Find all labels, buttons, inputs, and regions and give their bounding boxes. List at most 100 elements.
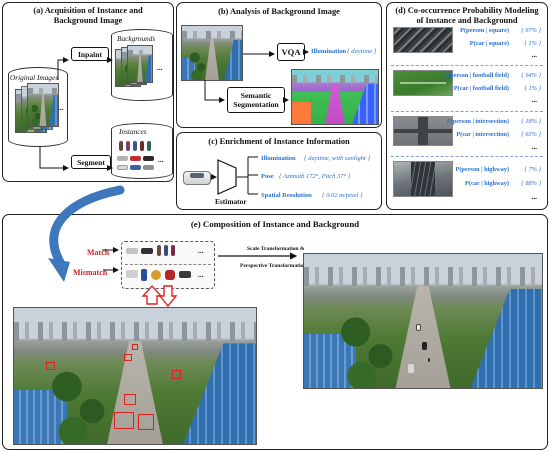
- scene-thumb-highway: [393, 161, 453, 197]
- candidate-region-box-2: [132, 344, 138, 350]
- group-separator-3: [391, 156, 543, 157]
- semantic-segmentation-box: Semantic Segmentation: [227, 87, 285, 113]
- panel-b-analysis: (b) Analysis of Background Image VQA Ill…: [176, 2, 382, 128]
- instance-car-2: [130, 156, 141, 161]
- prob-person-highway: P(person | highway): [455, 166, 509, 173]
- group-3-ellipsis: ...: [531, 192, 537, 201]
- prob-person-football-field: P(person | football field): [444, 72, 509, 79]
- panel-b-title: (b) Analysis of Background Image: [218, 7, 340, 16]
- group-separator: [391, 65, 543, 66]
- illumination-label: Illumination: [311, 48, 347, 55]
- segment-box: Segment: [71, 155, 111, 169]
- background-thumb-3: [127, 45, 153, 83]
- prob-car-highway-value: { 88% }: [521, 180, 541, 187]
- estimator-label: Estimator: [215, 197, 247, 206]
- instances-ellipsis: ...: [158, 155, 164, 164]
- prob-person-square-value: { 97% }: [521, 27, 541, 34]
- scene-thumb-football-field: [393, 70, 453, 96]
- enrich-row-value-0: { daytime, with sunlight }: [304, 155, 371, 162]
- instance-person: [119, 141, 123, 151]
- instance-person-2: [126, 141, 130, 151]
- segmentation-map: [291, 69, 379, 125]
- transform-label-line1: Scale Transformation &: [247, 246, 305, 252]
- instance-person-4: [140, 141, 144, 151]
- enrich-row-label-0: Illumination: [261, 155, 296, 162]
- prob-person-intersection: P(person | intersection): [446, 118, 509, 125]
- group-1-ellipsis: ...: [531, 95, 537, 104]
- candidate-region-box-6: [114, 412, 134, 429]
- candidates-match-ellipsis: ...: [198, 246, 204, 255]
- prob-person-square: P(person | square): [460, 27, 509, 34]
- instance-person-5: [147, 141, 151, 151]
- scene-thumb-intersection: [393, 116, 453, 146]
- prob-car-football-field: P(car | football field): [453, 85, 509, 92]
- car-window: [190, 173, 204, 178]
- panel-c-title: (c) Enrichment of Instance Information: [208, 137, 350, 146]
- instance-car-3: [143, 156, 154, 161]
- prob-person-intersection-value: { 18% }: [521, 118, 541, 125]
- group-0-ellipsis: ...: [531, 50, 537, 59]
- panel-a-title: (a) Acquisition of Instance and Backgrou…: [33, 6, 143, 25]
- instances-label: Instances: [119, 127, 147, 136]
- candidates-mismatch-ellipsis: ...: [198, 270, 204, 279]
- group-separator-2: [391, 111, 543, 112]
- prob-car-football-field-value: { 1% }: [524, 85, 541, 92]
- panel-a-acquisition: (a) Acquisition of Instance and Backgrou…: [2, 2, 174, 182]
- panel-c-enrichment: (c) Enrichment of Instance Information E…: [176, 132, 382, 210]
- composited-person: [428, 358, 430, 362]
- instances-stack: Instances ...: [111, 119, 173, 181]
- enrich-row-value-2: { 0.02 m/pixel }: [322, 192, 363, 199]
- candidate-region-box-4: [172, 370, 181, 379]
- instance-candidates-box: ... ...: [121, 241, 215, 289]
- mismatch-object-2: [151, 270, 161, 280]
- illumination-value: { daytime }: [347, 48, 377, 55]
- original-images-stack: Original Images ...: [8, 61, 68, 151]
- prob-person-football-field-value: { 94% }: [521, 72, 541, 79]
- panel-d-cooccurrence: (d) Co-occurrence Probability Modeling o…: [386, 2, 548, 210]
- panel-d-title: (d) Co-occurrence Probability Modeling o…: [395, 6, 539, 25]
- mismatch-object: [141, 269, 147, 281]
- mismatch-object-4: [179, 271, 191, 278]
- panel-e-composition: (e) Composition of Instance and Backgrou…: [2, 214, 548, 450]
- prob-car-intersection: P(car | intersection): [456, 131, 509, 138]
- background-photo: [181, 25, 243, 81]
- prob-car-square: P(car | square): [469, 40, 509, 47]
- prob-car-intersection-value: { 63% }: [521, 131, 541, 138]
- prob-person-highway-value: { 7% }: [524, 166, 541, 173]
- candidate-car: [126, 248, 138, 254]
- mismatch-label: Mismatch: [73, 268, 108, 277]
- instance-car-5: [130, 165, 141, 170]
- transform-label-line2: Perspective Transformation: [240, 263, 307, 269]
- prob-car-square-value: { 1% }: [524, 40, 541, 47]
- instance-person-3: [133, 141, 137, 151]
- backgrounds-stack: Backgrounds ...: [111, 25, 173, 105]
- original-image-thumb-3: [27, 83, 59, 127]
- original-images-label: Original Images: [10, 73, 59, 82]
- candidate-person-3: [171, 245, 175, 256]
- composited-car: [416, 324, 421, 331]
- composited-car-3: [408, 364, 414, 373]
- backgrounds-ellipsis: ...: [157, 63, 163, 72]
- candidate-car-2: [141, 248, 153, 254]
- candidate-region-box-7: [138, 414, 154, 430]
- panel-e-title: (e) Composition of Instance and Backgrou…: [190, 219, 360, 229]
- instance-car-6: [143, 165, 154, 170]
- match-separator: [125, 264, 211, 265]
- enrich-row-label-1: Pose: [261, 173, 274, 180]
- candidate-region-box-5: [124, 394, 136, 405]
- scene-thumb-square: [393, 27, 453, 53]
- enrich-row-label-2: Spatial Resolution: [261, 192, 312, 199]
- prob-car-highway: P(car | highway): [465, 180, 509, 187]
- mismatch-object-3: [165, 270, 175, 280]
- source-background: [13, 307, 257, 445]
- match-label: Match: [87, 248, 110, 257]
- instance-car: [117, 156, 128, 161]
- mismatch-plane: [126, 270, 138, 278]
- candidate-region-box-3: [46, 362, 55, 370]
- candidate-person-2: [164, 245, 168, 256]
- vqa-box: VQA: [277, 43, 305, 61]
- candidate-person: [157, 245, 161, 256]
- original-ellipsis: ...: [58, 103, 64, 112]
- instance-car-4: [117, 165, 128, 170]
- enrich-row-value-1: { Azimuth 172°, Pitch 37° }: [279, 173, 351, 180]
